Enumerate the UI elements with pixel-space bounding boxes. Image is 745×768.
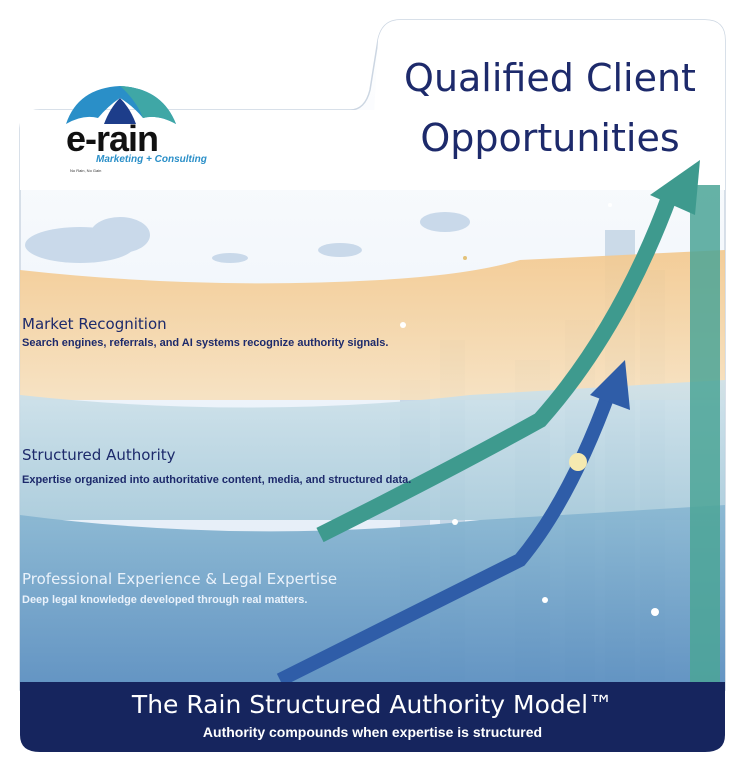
layer-heading-professional-experience: Professional Experience & Legal Expertis…: [22, 570, 338, 588]
footer-panel: [20, 682, 725, 752]
erain-logo: e-rain Marketing + Consulting No Rain, N…: [58, 86, 208, 176]
layer-heading-structured-authority: Structured Authority: [22, 446, 176, 464]
layer-description-professional-experience: Deep legal knowledge developed through r…: [22, 594, 308, 606]
teal-growth-arrow: [316, 160, 700, 543]
logo-tagline: No Rain, No Gain: [70, 168, 102, 173]
band-professional-experience: [20, 505, 725, 690]
vertical-growth-column: [690, 185, 720, 690]
clouds: [25, 212, 470, 263]
title-line-1: Qualified Client: [404, 56, 696, 100]
layer-description-market-recognition: Search engines, referrals, and AI system…: [22, 337, 389, 349]
band-market-recognition: [20, 250, 725, 400]
sparkles: [400, 203, 659, 616]
layer-heading-market-recognition: Market Recognition: [22, 315, 167, 333]
page-title: Qualified Client Opportunities: [360, 48, 740, 168]
title-tab-fill: [370, 20, 725, 190]
layer-description-structured-authority: Expertise organized into authoritative c…: [22, 474, 412, 486]
footer-subtitle: Authority compounds when expertise is st…: [202, 724, 543, 740]
umbrella-icon: [66, 86, 176, 124]
title-line-2: Opportunities: [420, 116, 680, 160]
logo-wordmark: e-rain: [66, 118, 159, 159]
footer-title: The Rain Structured Authority Model™: [131, 690, 614, 719]
logo-subtitle: Marketing + Consulting: [96, 154, 207, 165]
